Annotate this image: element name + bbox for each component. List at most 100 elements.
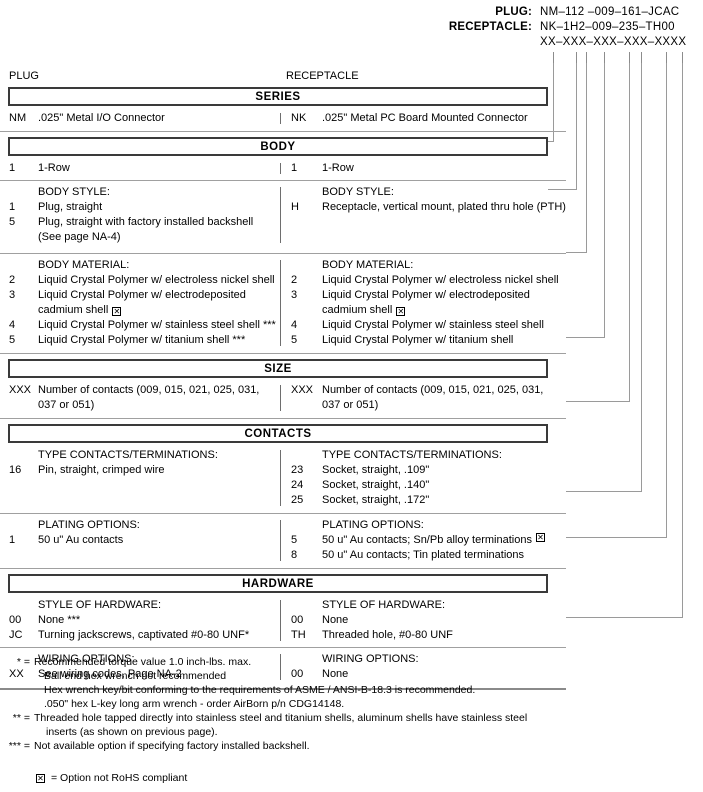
bracket-line-body-style-vertical — [586, 63, 587, 252]
column-divider — [280, 600, 281, 641]
size-plug-cell: XXX Number of contacts (009, 015, 021, 0… — [0, 383, 280, 413]
option-desc-continuation: cadmium shell✕ — [322, 303, 566, 318]
subsection-heading: STYLE OF HARDWARE: — [322, 599, 446, 611]
option-desc: Liquid Crystal Polymer w/ electroless ni… — [38, 274, 275, 286]
option-row: NM .025" Metal I/O Connector — [9, 111, 280, 126]
subsection-heading: PLATING OPTIONS: — [38, 519, 140, 531]
footnote-text: Recommended torque value 1.0 inch-lbs. m… — [34, 656, 252, 668]
option-row: H Receptacle, vertical mount, plated thr… — [291, 200, 566, 215]
bracket-line-body-row-vertical — [576, 63, 577, 189]
option-code: 3 — [9, 289, 16, 301]
series-plug-cell: NM .025" Metal I/O Connector — [0, 111, 280, 126]
footnote-continuation: Ball end hex wrench not recommended — [44, 670, 227, 682]
column-divider — [280, 187, 281, 243]
footnote-triple-asterisk: *** = Not available option if specifying… — [0, 739, 703, 753]
section-banner-hardware: HARDWARE — [8, 574, 548, 593]
option-row: 1 Plug, straight — [9, 200, 280, 215]
part-number-row-receptacle: RECEPTACLE: NK–1H2–009–235–TH00 — [420, 21, 703, 36]
section-rule-bottom — [0, 688, 566, 690]
column-header-receptacle: RECEPTACLE — [286, 70, 359, 82]
body-row-plug-cell: 1 1-Row — [0, 161, 280, 176]
bracket-line-hardware-style-horizontal — [566, 617, 683, 618]
section-hardware-style: STYLE OF HARDWARE: 00 None *** JC Turnin… — [0, 598, 566, 643]
option-code: 00 — [9, 614, 22, 626]
part-number-value-template: XX–XXX–XXX–XXX–XXXX — [540, 36, 687, 48]
rohs-noncompliant-icon: ✕ — [112, 307, 122, 316]
footnote-marker: * = — [16, 656, 30, 668]
section-rule — [0, 568, 566, 569]
option-row: 4 Liquid Crystal Polymer w/ stainless st… — [291, 318, 566, 333]
option-row: TH Threaded hole, #0-80 UNF — [291, 628, 566, 643]
option-desc: Plug, straight with factory installed ba… — [38, 216, 254, 228]
option-row: 00 None *** — [9, 613, 280, 628]
part-number-value-receptacle: NK–1H2–009–235–TH00 — [540, 21, 675, 33]
option-desc: Liquid Crystal Polymer w/ stainless stee… — [322, 319, 544, 331]
section-body-style: BODY STYLE: 1 Plug, straight 5 Plug, str… — [0, 185, 566, 245]
option-row: 5 Plug, straight with factory installed … — [9, 215, 280, 230]
rohs-noncompliant-icon: ✕ — [396, 307, 406, 316]
option-desc: Threaded hole, #0-80 UNF — [322, 629, 453, 641]
subsection-heading: TYPE CONTACTS/TERMINATIONS: — [38, 449, 218, 461]
option-desc: Liquid Crystal Polymer w/ stainless stee… — [38, 319, 276, 331]
column-divider — [280, 260, 281, 346]
option-row: NK .025" Metal PC Board Mounted Connecto… — [291, 111, 566, 126]
option-code: 8 — [291, 549, 298, 561]
column-headers: PLUG RECEPTACLE — [0, 70, 566, 87]
size-receptacle-cell: XXX Number of contacts (009, 015, 021, 0… — [280, 383, 566, 413]
option-code: 1 — [9, 534, 16, 546]
option-desc: 50 u" Au contacts; Tin plated terminatio… — [322, 549, 525, 561]
option-row: 2 Liquid Crystal Polymer w/ electroless … — [291, 273, 566, 288]
body-row-receptacle-cell: 1 1-Row — [280, 161, 566, 176]
option-desc: Number of contacts (009, 015, 021, 025, … — [38, 384, 260, 396]
option-row: 00 None — [291, 667, 566, 682]
option-row: 3 Liquid Crystal Polymer w/ electrodepos… — [291, 288, 566, 303]
part-number-header: PLUG: NM–112 –009–161–JCAC RECEPTACLE: N… — [420, 6, 703, 51]
option-row: 3 Liquid Crystal Polymer w/ electrodepos… — [9, 288, 280, 303]
option-desc: Number of contacts (009, 015, 021, 025, … — [322, 384, 544, 396]
option-row: 1 1-Row — [9, 161, 280, 176]
section-rule — [0, 131, 566, 132]
column-header-plug: PLUG — [9, 70, 39, 82]
section-plating-options: PLATING OPTIONS: 1 50 u" Au contacts PLA… — [0, 518, 566, 563]
option-desc: Receptacle, vertical mount, plated thru … — [322, 201, 566, 213]
subsection-heading: BODY STYLE: — [38, 186, 110, 198]
tick-mark-6 — [641, 52, 642, 63]
body-style-plug-cell: BODY STYLE: 1 Plug, straight 5 Plug, str… — [0, 185, 280, 245]
plating-plug-cell: PLATING OPTIONS: 1 50 u" Au contacts — [0, 518, 280, 563]
part-number-configuration-chart: PLUG RECEPTACLE SERIES NM .025" Metal I/… — [0, 70, 566, 690]
contacts-type-plug-cell: TYPE CONTACTS/TERMINATIONS: 16 Pin, stra… — [0, 448, 280, 508]
option-code: H — [291, 201, 299, 213]
footnote-continuation: .050" hex L-key long arm wrench - order … — [44, 698, 345, 710]
subsection-heading: BODY MATERIAL: — [38, 259, 130, 271]
subsection-heading: WIRING OPTIONS: — [322, 653, 419, 665]
option-code: 4 — [9, 319, 16, 331]
option-code: 1 — [9, 162, 16, 174]
option-desc-continuation-text: cadmium shell — [322, 304, 393, 316]
option-code: 3 — [291, 289, 298, 301]
column-divider — [280, 654, 281, 680]
option-desc: Liquid Crystal Polymer w/ electrodeposit… — [38, 289, 246, 301]
contacts-type-receptacle-cell: TYPE CONTACTS/TERMINATIONS: 23 Socket, s… — [280, 448, 566, 508]
option-code: TH — [291, 629, 306, 641]
option-row: JC Turning jackscrews, captivated #0-80 … — [9, 628, 280, 643]
option-code: 5 — [291, 334, 298, 346]
body-material-receptacle-cell: BODY MATERIAL: 2 Liquid Crystal Polymer … — [280, 258, 566, 348]
rohs-legend: ✕ = Option not RoHS compliant — [36, 771, 703, 785]
option-desc: Liquid Crystal Polymer w/ electrodeposit… — [322, 289, 530, 301]
option-row: 5 Liquid Crystal Polymer w/ titanium she… — [291, 333, 566, 348]
tick-mark-5 — [629, 52, 630, 63]
column-divider — [280, 113, 281, 124]
option-desc: None — [322, 614, 349, 626]
footnote-marker: *** = — [8, 740, 30, 752]
option-code: XXX — [9, 384, 32, 396]
part-number-label-receptacle: RECEPTACLE: — [448, 21, 532, 33]
option-desc: 50 u" Au contacts; Sn/Pb alloy terminati… — [322, 534, 532, 546]
option-desc: See wiring codes, Page NA-2 — [38, 668, 182, 680]
option-code: 23 — [291, 464, 304, 476]
tick-mark-1 — [553, 52, 554, 63]
section-body-material: BODY MATERIAL: 2 Liquid Crystal Polymer … — [0, 258, 566, 348]
option-desc: .025" Metal I/O Connector — [38, 112, 165, 124]
series-receptacle-cell: NK .025" Metal PC Board Mounted Connecto… — [280, 111, 566, 126]
option-code: 5 — [9, 334, 16, 346]
part-number-row-plug: PLUG: NM–112 –009–161–JCAC — [420, 6, 703, 21]
